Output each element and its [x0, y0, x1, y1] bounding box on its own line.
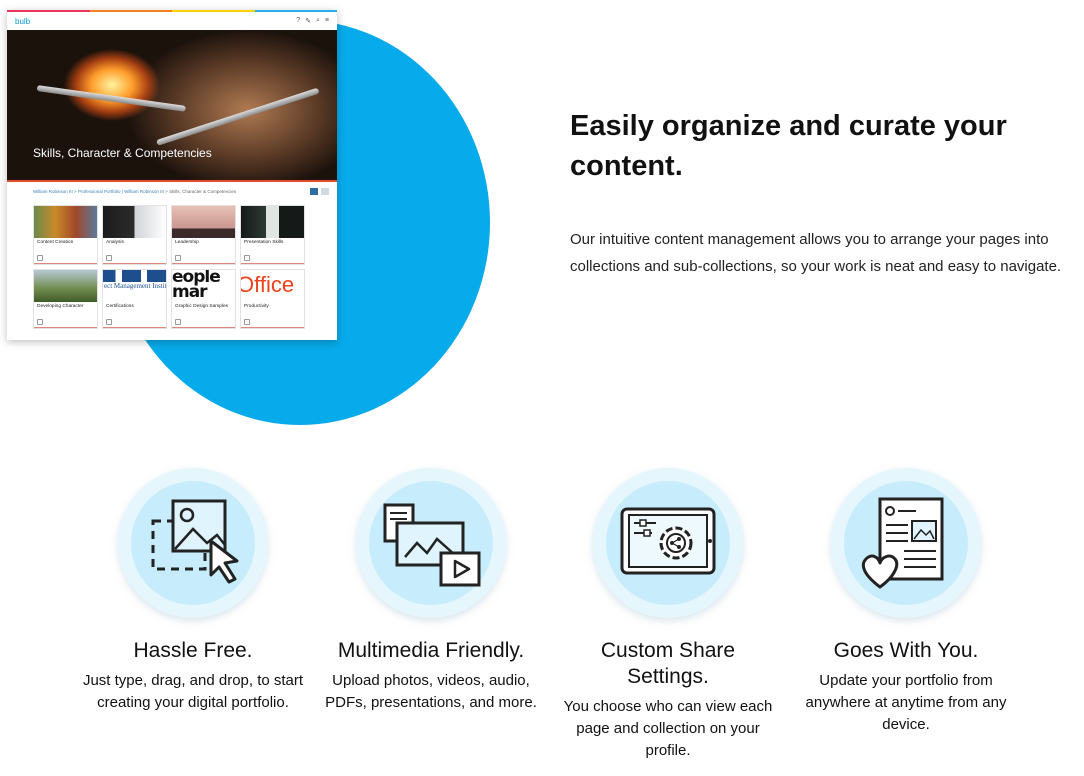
collection-tile[interactable]: eople mar Graphic Design Samples	[171, 269, 236, 329]
collection-tile[interactable]: Leadership	[171, 205, 236, 265]
feature-goes-with-you: Goes With You. Update your portfolio fro…	[791, 468, 1021, 736]
help-icon[interactable]: ?	[296, 17, 301, 24]
tile-thumbnail: ect Management Institu	[103, 270, 166, 302]
feature-text: Just type, drag, and drop, to start crea…	[82, 672, 304, 711]
feature-title: Hassle Free.	[133, 639, 253, 662]
search-icon[interactable]: ⌕	[315, 17, 320, 24]
hero-title: Skills, Character & Competencies	[33, 146, 212, 160]
feature-title: Custom Share Settings.	[600, 639, 736, 688]
share-settings-icon	[620, 507, 716, 575]
section-description: Our intuitive content management allows …	[570, 231, 1062, 275]
breadcrumb-item[interactable]: Professional Portfolio | William Robinso…	[77, 189, 164, 194]
tile-thumbnail	[34, 270, 97, 302]
feature-text: Upload photos, videos, audio, PDFs, pres…	[325, 672, 537, 711]
section-headline: Easily organize and curate your content.	[570, 110, 1007, 182]
comment-icon	[37, 319, 43, 325]
collection-tile[interactable]: Office Productivity	[240, 269, 305, 329]
comment-icon	[175, 255, 181, 261]
feature-icon-circle	[356, 468, 506, 618]
breadcrumb: William Robinson III > Professional Port…	[7, 182, 337, 199]
tile-thumbnail	[103, 206, 166, 238]
app-screenshot-mockup: bulb ? ✎ ⌕ ≡ Skills, Character & Compete…	[7, 10, 337, 340]
comment-icon	[37, 255, 43, 261]
hero-image: Skills, Character & Competencies	[7, 30, 337, 180]
grid-view-icon[interactable]	[310, 188, 318, 195]
menu-icon[interactable]: ≡	[324, 17, 329, 24]
breadcrumb-item[interactable]: William Robinson III	[33, 189, 73, 194]
multimedia-icon	[383, 503, 481, 587]
feature-icon-circle	[831, 468, 981, 618]
portfolio-heart-icon	[861, 497, 944, 589]
feature-text: Update your portfolio from anywhere at a…	[805, 672, 1007, 733]
feature-title: Goes With You.	[833, 639, 979, 662]
comment-icon	[244, 255, 250, 261]
feature-custom-share-settings: Custom Share Settings. You choose who ca…	[553, 468, 783, 762]
comment-icon	[244, 319, 250, 325]
collection-tile[interactable]: Presentation Skills	[240, 205, 305, 265]
collection-grid: Content Creation Analysis Leadership Pre…	[7, 199, 337, 329]
collection-tile[interactable]: ect Management Institu Certifications	[102, 269, 167, 329]
brand-stripe	[7, 10, 337, 12]
mock-topbar: bulb ? ✎ ⌕ ≡	[7, 12, 337, 30]
feature-hassle-free: Hassle Free. Just type, drag, and drop, …	[78, 468, 308, 714]
tile-thumbnail	[172, 206, 235, 238]
tile-thumbnail	[34, 206, 97, 238]
feature-multimedia-friendly: Multimedia Friendly. Upload photos, vide…	[316, 468, 546, 714]
bulb-logo: bulb	[15, 16, 31, 26]
breadcrumb-item: Skills, Character & Competencies	[169, 189, 237, 194]
list-view-icon[interactable]	[321, 188, 329, 195]
collection-tile[interactable]: Content Creation	[33, 205, 98, 265]
comment-icon	[106, 319, 112, 325]
feature-icon-circle	[593, 468, 743, 618]
drag-drop-icon	[151, 499, 239, 584]
edit-icon[interactable]: ✎	[305, 18, 311, 25]
feature-icon-circle	[118, 468, 268, 618]
feature-text: You choose who can view each page and co…	[563, 698, 773, 759]
comment-icon	[106, 255, 112, 261]
tile-thumbnail: Office	[241, 270, 304, 302]
collection-tile[interactable]: Analysis	[102, 205, 167, 265]
collection-tile[interactable]: Developing Character	[33, 269, 98, 329]
tile-thumbnail: eople mar	[172, 270, 235, 302]
hero-accent-bar	[7, 180, 337, 182]
feature-title: Multimedia Friendly.	[337, 639, 525, 662]
tile-thumbnail	[241, 206, 304, 238]
comment-icon	[175, 319, 181, 325]
